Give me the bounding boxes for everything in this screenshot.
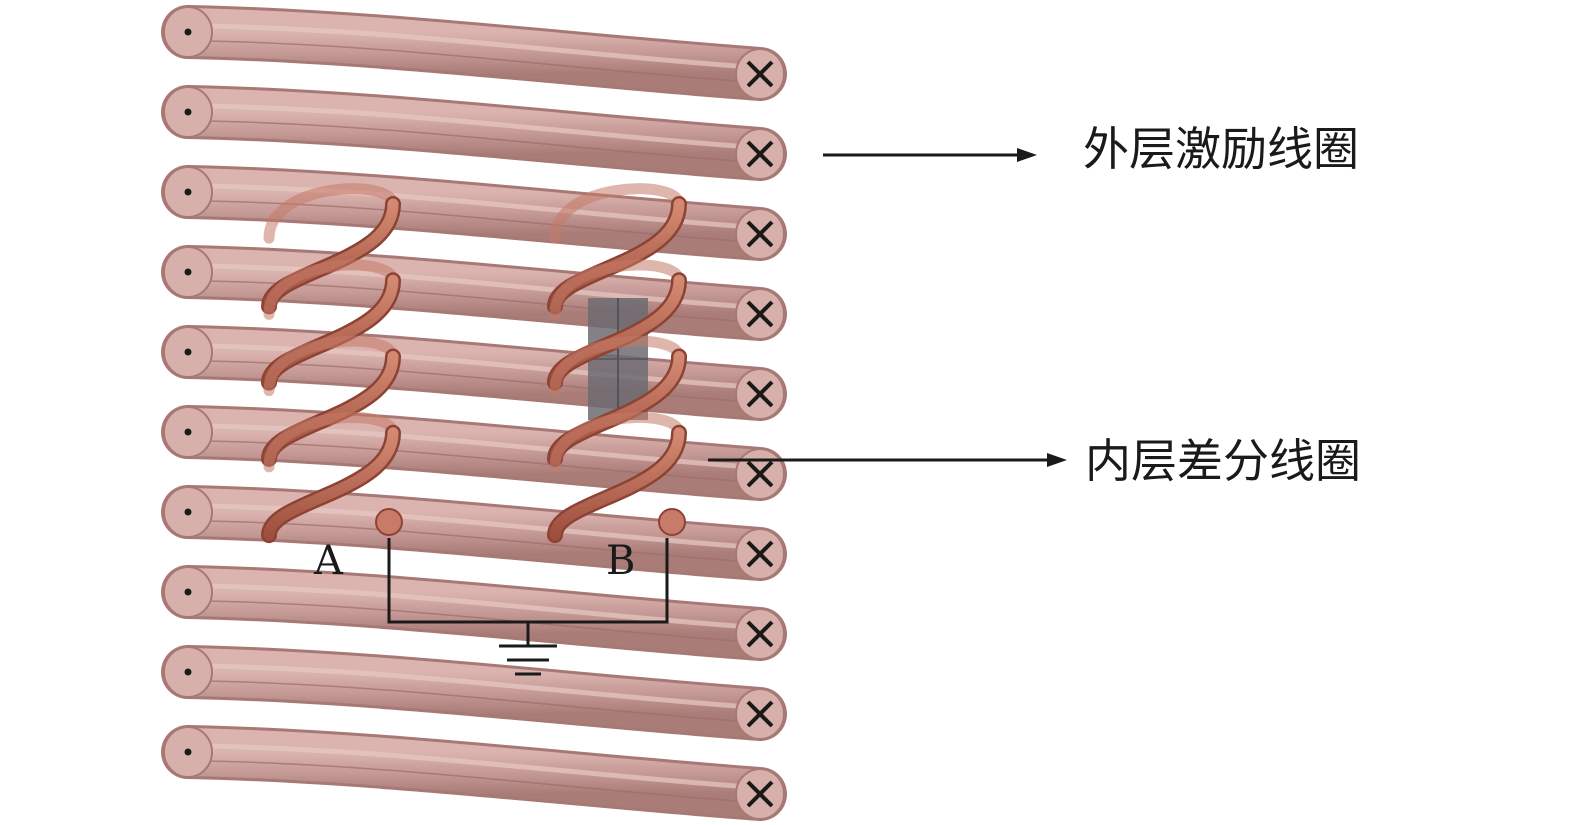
inner-coil-callout-arrow <box>708 453 1067 467</box>
coil-b-terminal-end <box>658 508 686 536</box>
outer-coil-turn <box>161 645 787 741</box>
current-in-cross-icon <box>735 128 785 180</box>
outer-coil-turn <box>161 245 787 341</box>
current-out-dot-icon <box>163 166 213 218</box>
outer-coil-turn <box>161 85 787 181</box>
current-out-dot-icon <box>163 6 213 58</box>
inner-differential-coil-b <box>547 183 687 544</box>
current-out-dot-icon <box>163 566 213 618</box>
current-in-cross-icon <box>735 448 785 500</box>
current-in-cross-icon <box>735 768 785 820</box>
coil-a-terminal-end <box>375 508 403 536</box>
outer-coil-turn <box>161 5 787 101</box>
outer-coil-turn <box>161 165 787 261</box>
current-in-cross-icon <box>735 608 785 660</box>
outer-coil-callout-arrow <box>823 148 1037 162</box>
current-out-dot-icon <box>163 326 213 378</box>
outer-coil-turn <box>161 405 787 501</box>
current-out-dot-icon <box>163 486 213 538</box>
terminal-wiring <box>387 538 669 646</box>
outer-coil-turn <box>161 325 787 421</box>
outer-coil-turn <box>161 565 787 661</box>
current-in-cross-icon <box>735 368 785 420</box>
outer-excitation-coil <box>161 5 787 821</box>
outer-excitation-coil-label: 外层激励线圈 <box>1083 122 1359 176</box>
ground-symbol <box>499 644 557 676</box>
current-out-dot-icon <box>163 86 213 138</box>
current-in-cross-icon <box>735 48 785 100</box>
terminal-b-label: B <box>606 538 635 584</box>
inner-differential-coil-label: 内层差分线圈 <box>1085 434 1361 488</box>
terminal-a-label: A <box>313 538 344 584</box>
current-in-cross-icon <box>735 528 785 580</box>
current-out-dot-icon <box>163 726 213 778</box>
current-out-dot-icon <box>163 646 213 698</box>
outer-coil-turn <box>161 725 787 821</box>
current-in-cross-icon <box>735 208 785 260</box>
current-out-dot-icon <box>163 406 213 458</box>
outer-coil-turn <box>161 485 787 581</box>
current-in-cross-icon <box>735 688 785 740</box>
inner-differential-coil-a <box>261 183 403 544</box>
current-out-dot-icon <box>163 246 213 298</box>
current-in-cross-icon <box>735 288 785 340</box>
